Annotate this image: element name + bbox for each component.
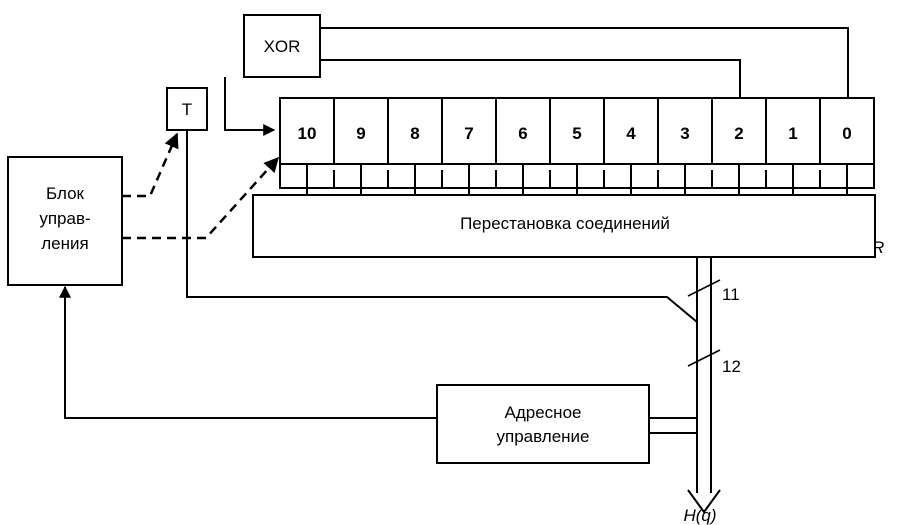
- xor-label: XOR: [264, 37, 301, 56]
- xor-block: XOR: [243, 14, 321, 78]
- address-to-control-arrow: [59, 285, 437, 419]
- permutation-label: Перестановка соединений: [460, 214, 670, 233]
- register-cell-label: 8: [410, 124, 419, 143]
- register-cell-6: 6: [495, 97, 551, 165]
- register-cell-label: 0: [842, 124, 851, 143]
- register-cell-8: 8: [387, 97, 443, 165]
- register-cell-5: 5: [549, 97, 605, 165]
- register-cell-3: 3: [657, 97, 713, 165]
- t-label: T: [182, 100, 192, 119]
- address-label-line1: Адресное: [505, 403, 582, 422]
- t-feedback-line: [186, 130, 698, 323]
- register-cell-1: 1: [765, 97, 821, 165]
- register-cell-label: 10: [298, 124, 317, 143]
- register-cell-label: 3: [680, 124, 689, 143]
- register-cell-7: 7: [441, 97, 497, 165]
- address-label-line2: управление: [497, 427, 590, 446]
- register-cell-label: 4: [626, 124, 636, 143]
- control-block: Блок управ- ления: [7, 156, 123, 286]
- register-cell-9: 9: [333, 97, 389, 165]
- t-block: T: [166, 87, 208, 131]
- address-control-block: Адресное управление: [436, 384, 650, 464]
- control-label-line3: ления: [41, 234, 88, 253]
- bus-width-label-11: 11: [722, 285, 740, 304]
- register-cell-label: 6: [518, 124, 527, 143]
- output-bus: [687, 257, 721, 514]
- control-to-t-dashed-arrow: [122, 132, 179, 198]
- bus-width-marker-12: [687, 349, 721, 367]
- bus-output-label: H(q): [683, 506, 716, 525]
- register-cell-label: 2: [734, 124, 743, 143]
- tap-bit0-line: [320, 27, 849, 98]
- control-to-register-dashed-arrow: [122, 156, 280, 240]
- control-label-line1: Блок: [46, 184, 85, 203]
- register-cell-0: 0: [819, 97, 875, 165]
- register-cell-label: 1: [788, 124, 797, 143]
- control-label-line2: управ-: [39, 209, 90, 228]
- register-cell-label: 7: [464, 124, 473, 143]
- register-cell-4: 4: [603, 97, 659, 165]
- tap-bit2-line: [320, 59, 741, 98]
- bus-width-marker-11: [687, 279, 721, 297]
- register-cell-2: 2: [711, 97, 767, 165]
- register-cell-label: 9: [356, 124, 365, 143]
- register-cell-label: 5: [572, 124, 581, 143]
- xor-output-arrow: [224, 77, 276, 136]
- bus-width-label-12: 12: [722, 357, 741, 376]
- register-cell-10: 10: [279, 97, 335, 165]
- permutation-block: Перестановка соединений: [252, 194, 876, 258]
